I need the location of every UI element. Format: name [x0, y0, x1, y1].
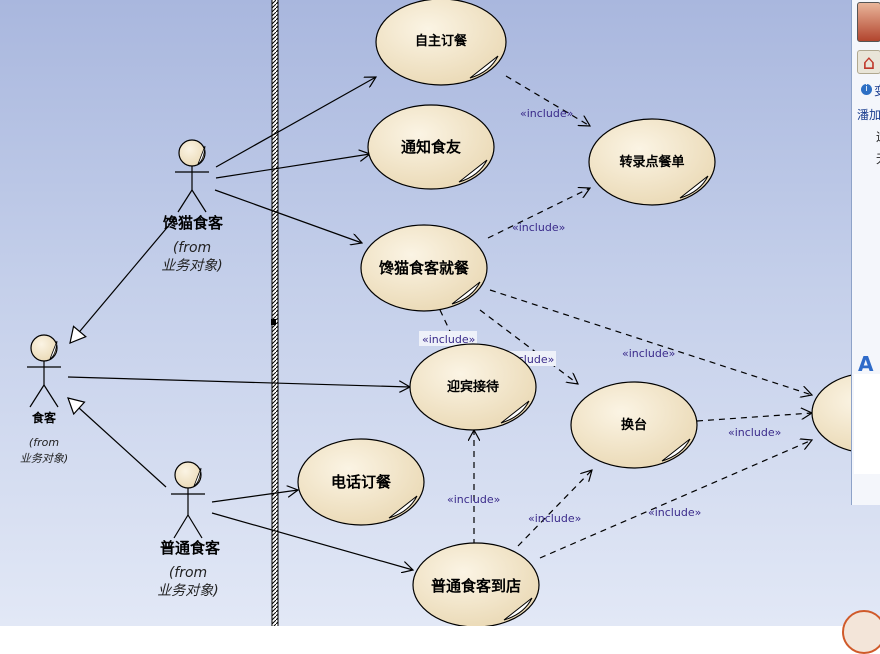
use-case-yingbin-jiedai[interactable]: 迎宾接待: [409, 343, 537, 431]
include-huantai-right: [696, 413, 812, 422]
side-panel-content: [854, 374, 880, 474]
include-zizhu-zhuanlu: [505, 75, 590, 126]
home-icon[interactable]: [857, 50, 880, 74]
boundary-handle[interactable]: [271, 319, 276, 325]
round-button[interactable]: [842, 610, 880, 654]
include-label: «include»: [520, 107, 573, 120]
include-jiucan-huantai: [479, 309, 578, 384]
actor-from: (from: [169, 565, 207, 581]
include-label: «include»: [622, 347, 675, 360]
actor-chanmao-shike[interactable]: 馋猫食客 (from 业务对象): [161, 139, 224, 274]
include-daodian-huantai: [517, 470, 592, 547]
include-jiucan-right: [489, 289, 812, 395]
include-jiucan-zhuanlu: [487, 188, 590, 239]
side-panel-text: 运: [876, 128, 880, 145]
font-icon[interactable]: A: [858, 352, 874, 376]
diagram-canvas[interactable]: «include» «include» «include» «include» …: [0, 0, 880, 628]
use-case-label: 电话订餐: [331, 473, 392, 491]
include-label: «include»: [512, 221, 565, 234]
include-label: «include»: [728, 426, 781, 439]
assoc-putong-dianhua: [211, 490, 298, 503]
use-case-label: 通知食友: [401, 138, 461, 156]
use-case-label: 馋猫食客就餐: [378, 259, 470, 277]
actor-name: 食客: [31, 410, 57, 425]
assoc-chanmao-jiucan: [214, 189, 362, 243]
info-icon[interactable]: i: [861, 84, 872, 95]
assoc-putong-daodian: [211, 512, 413, 570]
side-panel-text: 无: [876, 150, 880, 167]
use-case-label: 换台: [621, 417, 647, 433]
include-label: «include»: [447, 493, 500, 506]
include-label: «include»: [422, 333, 475, 346]
use-case-huantai[interactable]: 换台: [570, 381, 698, 469]
use-case-label: 普通食客到店: [431, 577, 521, 595]
include-label-bg: [419, 331, 477, 346]
actor-from-package: 业务对象): [20, 452, 68, 465]
assoc-shike-yingbin: [67, 376, 410, 387]
include-daodian-right: [539, 440, 812, 559]
include-label: «include»: [528, 512, 581, 525]
side-panel-link[interactable]: 潘加: [857, 108, 880, 122]
assoc-chanmao-zizhu: [215, 77, 376, 168]
side-info-text: 变: [874, 82, 880, 99]
use-case-zhuanlu-dian-cadan[interactable]: 转录点餐单: [588, 118, 716, 206]
use-case-label: 自主订餐: [415, 33, 468, 49]
use-case-label: 转录点餐单: [619, 154, 684, 170]
use-case-putong-daodian[interactable]: 普通食客到店: [412, 542, 540, 628]
actor-shike[interactable]: 食客 (from 业务对象): [20, 334, 68, 465]
system-boundary-bar: [272, 0, 278, 626]
actor-from: (from: [29, 436, 59, 449]
actor-from-package: 业务对象): [161, 258, 222, 274]
use-case-zizhu-dingcan[interactable]: 自主订餐: [375, 0, 507, 86]
assoc-chanmao-tongzhi: [215, 154, 370, 179]
actor-from: (from: [173, 240, 211, 256]
generalization-chanmao: [69, 216, 177, 344]
use-case-dianhua-dingcan[interactable]: 电话订餐: [297, 438, 425, 526]
actor-from-package: 业务对象): [157, 583, 218, 599]
use-case-chanmao-jiucan[interactable]: 馋猫食客就餐: [360, 224, 488, 312]
actor-name: 馋猫食客: [162, 214, 224, 232]
actor-putong-shike[interactable]: 普通食客 (from 业务对象): [157, 461, 221, 599]
user-avatar-icon[interactable]: [857, 2, 880, 42]
actor-name: 普通食客: [160, 539, 221, 557]
use-case-diagram: «include» «include» «include» «include» …: [20, 0, 880, 628]
use-case-tongzhi-shiyou[interactable]: 通知食友: [367, 104, 495, 190]
include-label: «include»: [648, 506, 701, 519]
generalization-putong: [67, 397, 167, 488]
use-case-label: 迎宾接待: [447, 379, 499, 395]
